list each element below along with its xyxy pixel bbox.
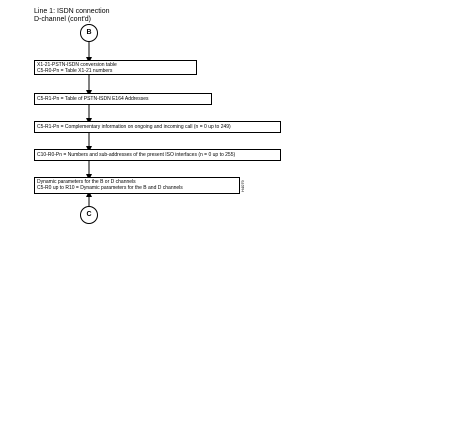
step-3-line-1: C5-R1-Pn = Complementary information on … — [37, 124, 231, 130]
step-3-box: C5-R1-Pn = Complementary information on … — [34, 121, 281, 133]
step-2-line-1: C5-R1-Pn = Table of PSTN-ISDN E164 Addre… — [37, 96, 149, 102]
figure-code: H4079 — [240, 180, 245, 192]
step-4-box: C10-R0-Pn = Numbers and sub-addresses of… — [34, 149, 281, 161]
connector-b: B — [80, 24, 98, 42]
step-2-box: C5-R1-Pn = Table of PSTN-ISDN E164 Addre… — [34, 93, 212, 105]
step-5-box: Dynamic parameters for the B or D channe… — [34, 177, 240, 194]
diagram-header: Line 1: ISDN connection D-channel (cont'… — [34, 8, 110, 24]
step-1-line-2: C5-R0-Pn = Table X1-21 numbers — [37, 68, 113, 74]
step-4-line-1: C10-R0-Pn = Numbers and sub-addresses of… — [37, 152, 236, 158]
header-line-2: D-channel (cont'd) — [34, 16, 91, 23]
step-1-line-1: X1-21-PSTN-ISDN conversion table — [37, 62, 117, 68]
step-1-box: X1-21-PSTN-ISDN conversion table C5-R0-P… — [34, 60, 197, 75]
header-line-1: Line 1: ISDN connection — [34, 8, 110, 15]
connector-c: C — [80, 206, 98, 224]
step-5-line-2: C5-R0 up to R10 = Dynamic parameters for… — [37, 185, 183, 191]
step-5-line-1: Dynamic parameters for the B or D channe… — [37, 179, 136, 185]
